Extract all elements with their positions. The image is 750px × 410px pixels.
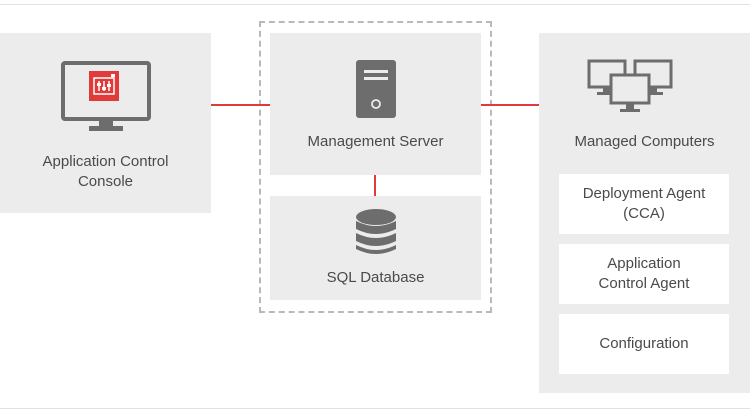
managed-computers-node: Managed Computers Deployment Agent (CCA)… <box>539 33 750 393</box>
management-server-label: Management Server <box>307 133 444 150</box>
component-label: Application Control Agent <box>598 255 690 292</box>
server-group-boundary <box>259 21 492 313</box>
bottom-divider <box>0 408 750 409</box>
management-server-node: Management Server <box>270 33 481 175</box>
component-card-configuration: Configuration <box>559 314 729 374</box>
monitor-with-app-control-icon <box>61 61 151 131</box>
component-label: Configuration <box>599 335 689 352</box>
component-label: Deployment Agent (CCA) <box>582 185 706 222</box>
database-cylinder-icon <box>356 209 396 254</box>
sql-database-label: SQL Database <box>326 269 425 286</box>
sql-database-node: SQL Database <box>270 196 481 300</box>
top-divider <box>0 4 750 5</box>
server-tower-icon <box>356 60 396 118</box>
connector-server-to-managed <box>481 104 539 106</box>
component-card-application-control-agent: Application Control Agent <box>559 244 729 304</box>
console-node: Application Control Console <box>0 33 211 213</box>
console-label: Application Control Console <box>42 153 169 190</box>
component-card-deployment-agent: Deployment Agent (CCA) <box>559 174 729 234</box>
managed-computers-label: Managed Computers <box>574 133 715 150</box>
connector-console-to-server <box>211 104 270 106</box>
multiple-monitors-icon <box>587 59 673 112</box>
connector-server-to-database <box>374 175 376 196</box>
